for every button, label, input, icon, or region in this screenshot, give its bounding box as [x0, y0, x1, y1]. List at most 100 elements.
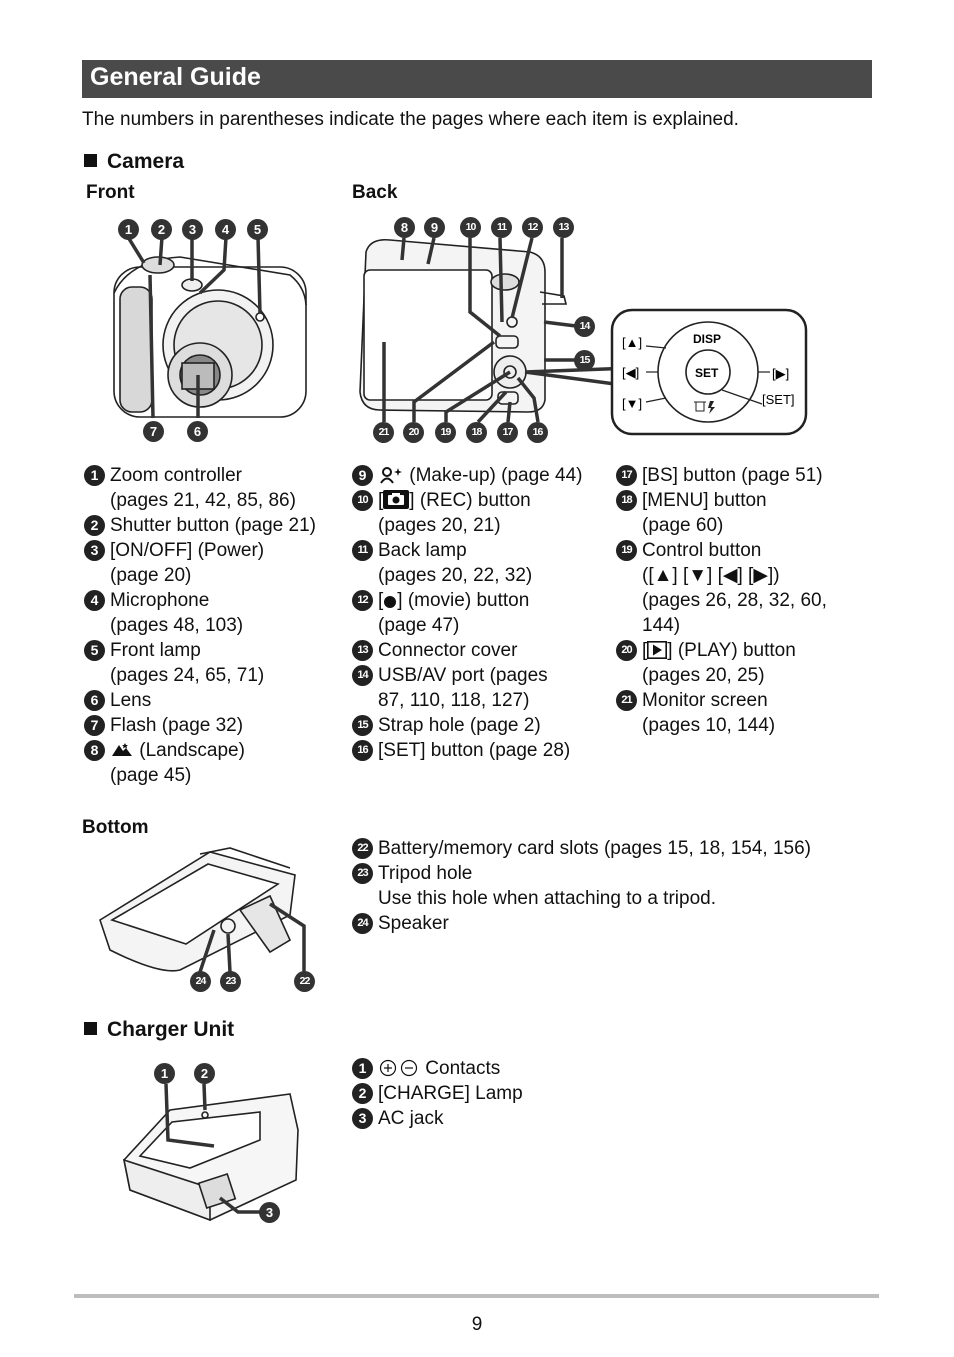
callout-back-9: 9 — [424, 217, 445, 238]
callout-charger-2: 2 — [194, 1063, 215, 1084]
set-key-label: SET — [695, 366, 719, 380]
list-item: 10[] (REC) button(pages 20, 21) — [352, 488, 582, 538]
callout-back-12: 12 — [522, 217, 543, 238]
callout-back-17: 17 — [497, 422, 518, 443]
callout-back-19: 19 — [435, 422, 456, 443]
camera-list-col3: 17[BS] button (page 51) 18[MENU] button(… — [616, 463, 827, 738]
list-item: 20[] (PLAY) button(pages 20, 25) — [616, 638, 827, 688]
right-key-label: [▶] — [772, 366, 789, 381]
list-item: 12[] (movie) button(page 47) — [352, 588, 582, 638]
left-key-label: [◀] — [622, 365, 639, 380]
item-number: 12 — [352, 590, 373, 611]
item-text: (pages 24, 65, 71) — [110, 665, 265, 686]
camera-list-col2: 9 (Make-up) (page 44) 10[] (REC) button(… — [352, 463, 582, 763]
item-number: 1 — [84, 465, 105, 486]
item-text: [BS] button (page 51) — [642, 465, 823, 486]
charger-illustration — [122, 1083, 299, 1222]
camera-bottom-illustration — [99, 847, 306, 973]
item-text: [SET] button (page 28) — [378, 740, 571, 761]
item-number: 10 — [352, 490, 373, 511]
callout-back-15: 15 — [574, 350, 595, 371]
set-bracket-label: [SET] — [762, 392, 795, 407]
item-text: (Make-up) (page 44) — [404, 465, 583, 486]
callout-front-1: 1 — [118, 219, 139, 240]
item-text: (Landscape) — [134, 740, 245, 761]
item-number: 6 — [84, 690, 105, 711]
item-number: 4 — [84, 590, 105, 611]
item-text: ] (PLAY) button — [667, 640, 796, 661]
callout-back-13: 13 — [553, 217, 574, 238]
item-number: 22 — [352, 838, 373, 859]
intro-text: The numbers in parentheses indicate the … — [82, 109, 739, 130]
landscape-mode-icon — [112, 743, 132, 756]
callout-front-3: 3 — [182, 219, 203, 240]
trash-icon — [694, 401, 706, 412]
item-text: (pages 20, 21) — [378, 515, 501, 536]
item-text: USB/AV port (pages — [378, 665, 548, 686]
item-text: (page 47) — [378, 615, 460, 636]
item-text: Back lamp — [378, 540, 467, 561]
item-text: (page 20) — [110, 565, 192, 586]
item-number: 2 — [84, 515, 105, 536]
item-text: Strap hole (page 2) — [378, 715, 541, 736]
item-text: [ON/OFF] (Power) — [110, 540, 265, 561]
item-number: 19 — [616, 540, 637, 561]
item-number: 2 — [352, 1083, 373, 1104]
camera-rec-icon — [383, 490, 410, 509]
item-text: [MENU] button — [642, 490, 767, 511]
item-number: 11 — [352, 540, 373, 561]
page-number: 9 — [471, 1314, 483, 1335]
callout-charger-1: 1 — [154, 1063, 175, 1084]
camera-heading-text: Camera — [107, 150, 185, 173]
item-text: (pages 20, 22, 32) — [378, 565, 533, 586]
front-label: Front — [86, 182, 135, 203]
item-text: Shutter button (page 21) — [110, 515, 316, 536]
item-text: Microphone — [110, 590, 210, 611]
charger-heading-text: Charger Unit — [107, 1018, 235, 1041]
callout-back-18: 18 — [466, 422, 487, 443]
callout-back-20: 20 — [403, 422, 424, 443]
page-title: General Guide — [90, 63, 261, 91]
item-text: Speaker — [378, 913, 449, 934]
section-title-bar: General Guide — [82, 60, 872, 98]
item-text: Flash (page 32) — [110, 715, 244, 736]
callout-back-21: 21 — [373, 422, 394, 443]
square-bullet-icon — [84, 154, 97, 167]
callout-back-16: 16 — [527, 422, 548, 443]
item-number: 1 — [352, 1058, 373, 1079]
item-number: 13 — [352, 640, 373, 661]
item-number: 9 — [352, 465, 373, 486]
item-number: 14 — [352, 665, 373, 686]
item-text: (pages 10, 144) — [642, 715, 776, 736]
item-text: Connector cover — [378, 640, 518, 661]
list-item: 16[SET] button (page 28) — [352, 738, 582, 763]
item-number: 3 — [84, 540, 105, 561]
item-text: (page 45) — [110, 765, 192, 786]
plus-minus-contacts-icon — [379, 1059, 418, 1077]
item-text: 87, 110, 118, 127) — [378, 690, 530, 711]
movie-record-dot-icon — [384, 596, 397, 608]
item-number: 15 — [352, 715, 373, 736]
item-number: 23 — [352, 863, 373, 884]
callout-front-2: 2 — [151, 219, 172, 240]
list-item: 3[ON/OFF] (Power) (page 20) — [84, 538, 316, 588]
item-text: (page 60) — [642, 515, 724, 536]
item-text: [ — [378, 590, 384, 611]
play-icon — [647, 641, 668, 659]
item-text: (pages 21, 42, 85, 86) — [110, 490, 296, 511]
list-item: 1 Contacts — [352, 1056, 523, 1081]
callout-back-8: 8 — [394, 217, 415, 238]
callout-bottom-23: 23 — [220, 971, 241, 992]
